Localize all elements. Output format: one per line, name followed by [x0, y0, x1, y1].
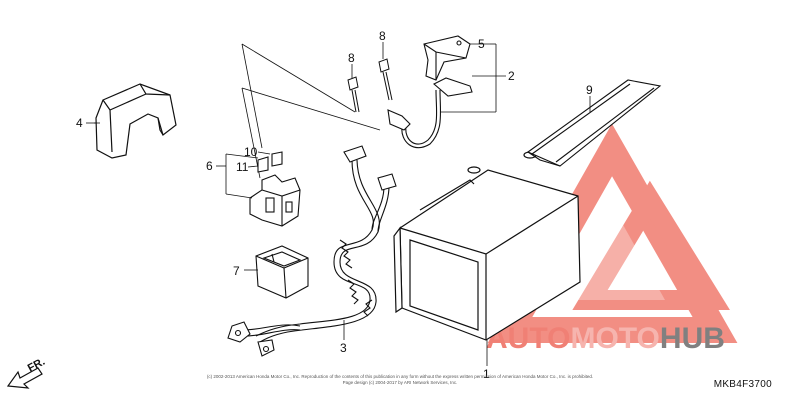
- copyright-line-2: Page design (c) 2004-2017 by ARI Network…: [342, 380, 458, 385]
- part-8-bolt-left: [347, 76, 360, 113]
- guide-lines: [241, 43, 381, 179]
- direction-arrow: FR.: [6, 356, 47, 389]
- callout-8-left: 8: [348, 51, 355, 65]
- part-1-battery: [393, 151, 581, 341]
- watermark-part-hub: HUB: [660, 322, 725, 355]
- copyright-notice: (c) 2002-2013 American Honda Motor Co., …: [180, 374, 620, 386]
- callout-4: 4: [76, 116, 83, 130]
- watermark-part-moto: MOTO: [570, 322, 659, 355]
- part-9-battery-strap: [526, 79, 662, 167]
- part-3-harness: [227, 145, 397, 357]
- diagram-code: MKB4F3700: [713, 379, 772, 390]
- arrow-icon: [6, 367, 43, 389]
- callout-10: 10: [244, 145, 258, 159]
- callout-9: 9: [586, 83, 593, 97]
- part-4-cover: [95, 83, 177, 159]
- callout-2: 2: [508, 69, 515, 83]
- svg-text:AUTOMOTOHUB: AUTOMOTOHUB: [486, 322, 725, 355]
- callout-7: 7: [233, 264, 240, 278]
- callout-8-right: 8: [379, 29, 386, 43]
- callout-3: 3: [340, 341, 347, 355]
- callout-11: 11: [236, 160, 249, 174]
- copyright-line-1: (c) 2002-2013 American Honda Motor Co., …: [206, 374, 594, 379]
- callout-1: 1: [483, 367, 490, 381]
- part-7-fuse-box: [255, 245, 309, 299]
- part-5-terminal-cap: [423, 35, 471, 81]
- callout-6: 6: [206, 159, 213, 173]
- leader-lines: [86, 42, 591, 366]
- part-2-positive-cable: [387, 77, 473, 149]
- callout-5: 5: [478, 37, 485, 51]
- direction-label: FR.: [26, 356, 47, 375]
- part-8-bolt-right: [378, 58, 393, 101]
- part-6-relay: [249, 151, 301, 227]
